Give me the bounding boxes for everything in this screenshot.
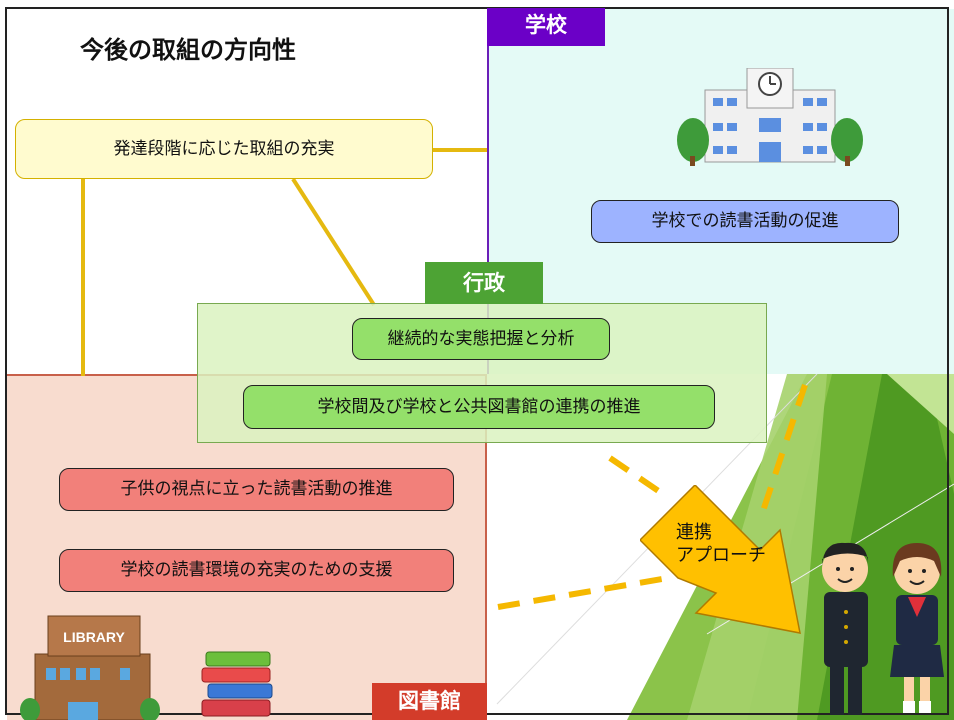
library-tag: 図書館 xyxy=(372,683,487,720)
cooperation-box: 学校間及び学校と公共図書館の連携の推進 xyxy=(243,385,715,429)
school-reading-promotion-box: 学校での読書活動の促進 xyxy=(591,200,899,243)
page-title: 今後の取組の方向性 xyxy=(80,36,296,64)
school-tag: 学校 xyxy=(487,8,605,46)
approach-arrow-icon xyxy=(640,485,801,634)
administration-tag: 行政 xyxy=(425,262,543,304)
analysis-box: 継続的な実態把握と分析 xyxy=(352,318,610,360)
child-perspective-box: 子供の視点に立った読書活動の推進 xyxy=(59,468,454,511)
library-building-icon: LIBRARY xyxy=(20,615,160,720)
library-sign: LIBRARY xyxy=(63,629,125,645)
school-building-icon xyxy=(677,68,863,166)
reading-environment-support-box: 学校の読書環境の充実のための支援 xyxy=(59,549,454,592)
books-stack-icon xyxy=(201,651,273,717)
students-icon xyxy=(822,542,944,715)
development-stage-box: 発達段階に応じた取組の充実 xyxy=(15,119,433,179)
approach-label: 連携 アプローチ xyxy=(676,522,766,566)
